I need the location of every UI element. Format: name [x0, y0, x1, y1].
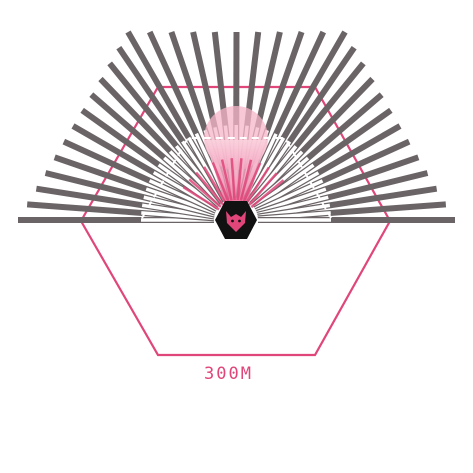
cone-body: [205, 140, 267, 214]
range-distance-label: 300M: [204, 364, 253, 384]
detection-ray: [202, 166, 227, 204]
detection-ray: [195, 171, 225, 206]
detection-ray: [230, 158, 236, 201]
detection-ray: [188, 178, 222, 208]
detection-ray: [239, 159, 253, 201]
sensor-ray-taper: [250, 150, 304, 206]
sensor-ray-taper: [143, 195, 216, 217]
detection-ray: [182, 186, 220, 211]
detection-ray: [242, 162, 262, 203]
detection-cone: [204, 106, 268, 214]
detection-ray: [211, 162, 230, 202]
detection-ray: [250, 179, 285, 209]
sensor-ray-taper: [256, 187, 327, 215]
detection-ray: [236, 158, 243, 201]
detection-ray: [248, 172, 278, 206]
wolf-head-hexagon-icon: [215, 201, 257, 239]
sensor-ray-taper: [145, 187, 216, 215]
detection-ray: [220, 159, 233, 201]
sensor-ray-taper: [254, 171, 320, 211]
detection-rays: [182, 158, 285, 211]
detection-ray: [245, 166, 270, 204]
